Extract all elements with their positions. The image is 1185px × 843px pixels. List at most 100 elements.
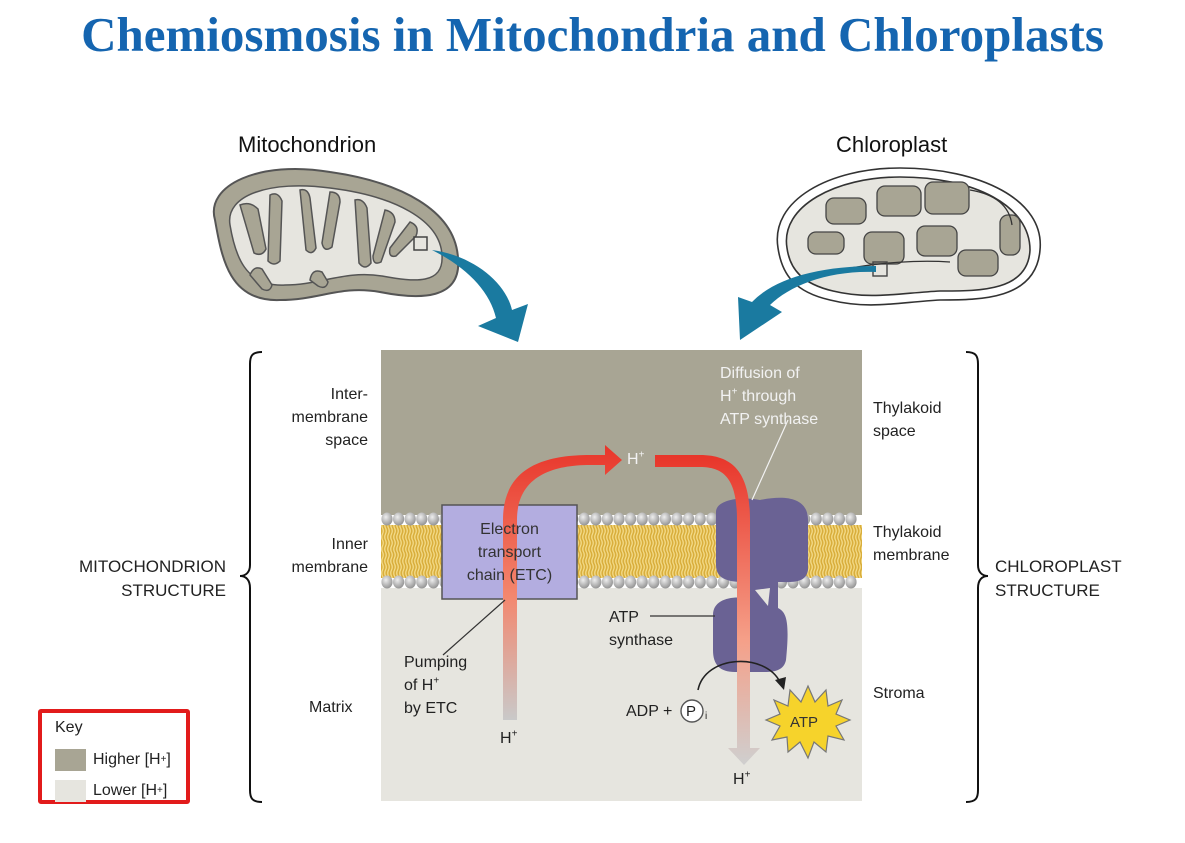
phospholipid-head	[810, 575, 822, 589]
phospholipid-head	[416, 575, 428, 589]
mitochondrion-pointer-arrow	[432, 250, 528, 342]
phospholipid-head	[671, 512, 683, 526]
label-line: space	[325, 432, 368, 449]
phospholipid-head	[636, 512, 648, 526]
phospholipid-head	[833, 512, 846, 526]
right-brace	[965, 351, 989, 803]
chloroplast-structure-label: CHLOROPLAST STRUCTURE	[995, 555, 1122, 603]
diffusion-leader-line	[751, 419, 789, 501]
label-line: ATP synthase	[720, 411, 819, 428]
phospholipid-head	[590, 575, 602, 589]
label-line: Thylakoid	[873, 524, 942, 541]
plus-superscript: +	[731, 386, 738, 398]
label-line: Inner	[331, 536, 368, 553]
atp-synthase	[713, 497, 808, 672]
chloroplast-pointer-arrow	[738, 266, 876, 340]
key-label: Higher [H	[93, 751, 161, 768]
phospholipid-head	[601, 512, 614, 526]
matrix-label: Matrix	[309, 699, 353, 716]
key-item-higher: Higher [H+]	[55, 748, 171, 772]
label-line: ATP	[609, 609, 639, 626]
chloroplast-label: Chloroplast	[836, 132, 948, 157]
phospholipid-head	[648, 575, 660, 589]
phospholipid-head	[381, 512, 393, 526]
label-line: synthase	[609, 632, 674, 649]
phospholipid-head	[393, 575, 405, 589]
mitochondrion-label: Mitochondrion	[238, 132, 377, 157]
phospholipid-head	[613, 575, 625, 589]
key-title: Key	[55, 719, 83, 736]
phospholipid-head	[671, 575, 683, 589]
adp-to-atp-arrow	[697, 660, 781, 691]
h-symbol: H	[720, 388, 732, 405]
phosphate-circle	[680, 699, 704, 723]
phospholipid-head	[845, 575, 857, 589]
h-symbol: H	[500, 730, 512, 747]
phospholipid-head	[706, 575, 718, 589]
label-line: Pumping	[404, 654, 468, 671]
proton-pump-arrow	[503, 445, 622, 720]
label-line: H+ through	[720, 385, 818, 408]
adp-to-atp-arrowhead	[775, 677, 786, 690]
mitochondrion-illustration	[212, 167, 460, 302]
phospholipid-head	[833, 575, 846, 589]
h-plus-top-label: H+	[627, 448, 644, 471]
higher-h-swatch	[55, 749, 86, 771]
phospholipid-head	[578, 575, 590, 589]
plus-superscript: +	[433, 675, 440, 687]
phospholipid-head	[590, 512, 602, 526]
stroma-label: Stroma	[873, 685, 925, 702]
chloroplast-illustration	[776, 167, 1041, 306]
lower-h-swatch	[55, 780, 86, 802]
label-line: Inter-	[330, 386, 368, 403]
label-line: CHLOROPLAST	[995, 557, 1122, 576]
key-label-end: ]	[166, 751, 171, 768]
key-label: Lower [H	[93, 782, 158, 799]
phospholipid-head	[810, 512, 822, 526]
phospholipid-head	[404, 575, 416, 589]
h-symbol: H	[627, 451, 639, 468]
thylakoid-membrane-label: Thylakoid membrane	[873, 521, 949, 567]
h-plus-right-bottom-label: H+	[733, 768, 750, 791]
phospholipid-head	[404, 512, 416, 526]
label-line: by ETC	[404, 700, 458, 717]
label-line: Diffusion of	[720, 365, 800, 382]
phospholipid-head	[683, 512, 695, 526]
h-symbol: H	[733, 771, 745, 788]
phospholipid-head	[706, 512, 718, 526]
atp-synthase-label: ATP synthase	[609, 606, 673, 652]
phospholipid-head	[381, 575, 393, 589]
label-line: of H+	[404, 674, 467, 697]
plus-superscript: +	[744, 769, 751, 781]
atp-starburst	[764, 684, 852, 760]
label-line: Electron	[480, 521, 539, 538]
label-line: chain (ETC)	[466, 567, 553, 584]
phospholipid-head	[601, 575, 614, 589]
label-text: of H	[404, 677, 434, 694]
phospholipid-head	[427, 575, 439, 589]
label-line: STRUCTURE	[121, 581, 226, 600]
phospholipid-head	[648, 512, 660, 526]
thylakoid-space-label: Thylakoid space	[873, 397, 941, 443]
phospholipid-head	[636, 575, 648, 589]
phospholipid-head	[393, 512, 405, 526]
phospholipid-head	[845, 512, 857, 526]
diffusion-label: Diffusion of H+ through ATP synthase	[720, 362, 818, 431]
phospholipid-head	[659, 575, 672, 589]
mitochondrion-structure-label: MITOCHONDRION STRUCTURE	[40, 555, 226, 603]
label-line: MITOCHONDRION	[78, 557, 226, 576]
phospholipid-head	[427, 512, 439, 526]
atp-product-label: ATP	[790, 714, 819, 731]
adp-label: ADP +	[626, 703, 673, 720]
key-legend: Key Higher [H+] Lower [H+]	[38, 709, 190, 804]
label-line: membrane	[873, 547, 950, 564]
phosphate-subscript: i	[705, 711, 708, 722]
key-item-lower: Lower [H+]	[55, 779, 167, 803]
inner-membrane-label: Inner membrane	[268, 533, 368, 579]
label-line: space	[873, 423, 916, 440]
phosphate-letter: P	[686, 703, 697, 720]
pumping-label: Pumping of H+ by ETC	[404, 651, 467, 720]
label-line: transport	[477, 544, 542, 561]
etc-label: Electron transport chain (ETC)	[442, 518, 577, 587]
